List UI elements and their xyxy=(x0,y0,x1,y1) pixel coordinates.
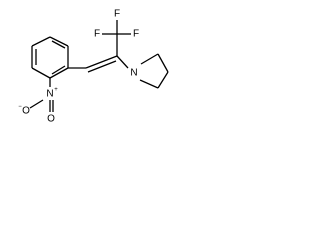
ring-bond xyxy=(157,71,169,89)
nitro-oxygen-atom-left: O xyxy=(22,106,30,117)
ring-bond xyxy=(49,67,69,79)
chemical-structure-drawing: F F F N N + O − O xyxy=(18,9,169,125)
ring-double-bond-inner xyxy=(51,65,66,75)
nitro-nitrogen-charge: + xyxy=(54,87,58,93)
ring-bond xyxy=(139,79,159,89)
ring-bond xyxy=(157,53,169,73)
c-n-bond xyxy=(116,55,129,69)
fluorine-atom-top: F xyxy=(114,9,120,20)
nitro-oxygen-charge: − xyxy=(18,104,22,110)
pyrrolidine-ring xyxy=(139,53,169,89)
ring-double-bond-inner xyxy=(51,40,66,49)
n-o-single-bond xyxy=(29,99,44,109)
ring-bond xyxy=(31,36,51,47)
fluorine-atom-left: F xyxy=(94,29,100,40)
ring-bond xyxy=(140,53,159,65)
vinyl-double-bond xyxy=(85,55,118,69)
benzene-ring xyxy=(31,36,69,79)
ring-bond xyxy=(49,36,69,47)
structure-canvas: F F F N N + O − O xyxy=(0,0,192,134)
pyrrolidine-nitrogen-atom: N xyxy=(130,68,137,79)
ring-bond xyxy=(31,67,51,79)
fluorine-atom-right: F xyxy=(133,29,139,40)
nitro-nitrogen-atom: N xyxy=(46,89,53,100)
nitro-oxygen-atom-bottom: O xyxy=(47,114,55,125)
vinyl-double-bond-inner xyxy=(87,60,117,73)
